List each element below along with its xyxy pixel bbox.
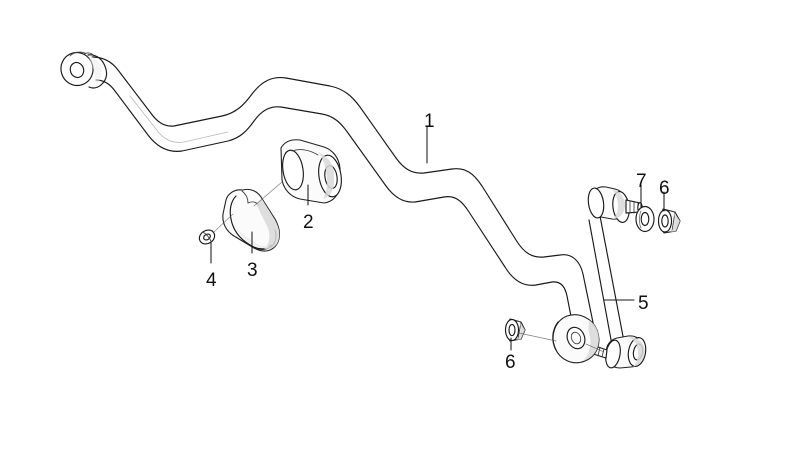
assembly-trace-bushing — [253, 181, 283, 207]
callout-label-6-lower: 6 — [505, 352, 516, 373]
callout-label-1: 1 — [424, 111, 435, 132]
stabilizer-bar — [60, 51, 597, 353]
callout-leader-lines — [210, 125, 665, 351]
stabilizer-bar-lower-eye — [552, 314, 605, 364]
stabilizer-bushing-bracket — [222, 188, 280, 252]
stabilizer-drop-link — [587, 186, 647, 369]
callout-label-7: 7 — [636, 171, 647, 192]
callout-label-2: 2 — [303, 212, 314, 233]
retaining-grommet — [198, 213, 234, 245]
callout-label-6-upper: 6 — [659, 178, 670, 199]
callout-label-3: 3 — [247, 260, 258, 281]
stabilizer-rubber-bushing — [280, 139, 342, 204]
washer — [635, 205, 655, 233]
callout-label-5: 5 — [638, 293, 649, 314]
self-locking-nut-lower — [504, 318, 557, 342]
callout-label-4: 4 — [206, 270, 217, 291]
self-locking-nut-upper — [657, 208, 681, 234]
